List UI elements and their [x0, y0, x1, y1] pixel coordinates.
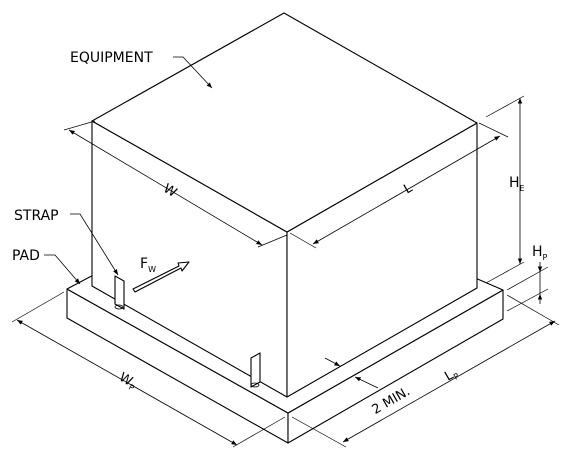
force-arrow [132, 261, 190, 293]
strap-front [250, 352, 261, 388]
dim-pad-height-label: HP [532, 244, 548, 262]
dim-pad-width-label: WP [116, 370, 139, 393]
pad-callout: PAD [12, 248, 81, 285]
dim-equipment-height-label: HE [509, 175, 525, 193]
dim-pad-width: WP [11, 291, 286, 448]
strap-label: STRAP [14, 208, 59, 224]
force-label: FW [140, 256, 156, 274]
strap-left [114, 275, 125, 310]
equipment-callout: EQUIPMENT [70, 50, 213, 89]
pad-label: PAD [12, 248, 40, 264]
dim-pad-height: HP [506, 244, 549, 312]
wind-force: FW [132, 256, 190, 293]
dim-equipment-height: HE [485, 95, 525, 284]
equipment-label: EQUIPMENT [70, 50, 153, 66]
dim-pad-length-label: LP [442, 365, 461, 385]
